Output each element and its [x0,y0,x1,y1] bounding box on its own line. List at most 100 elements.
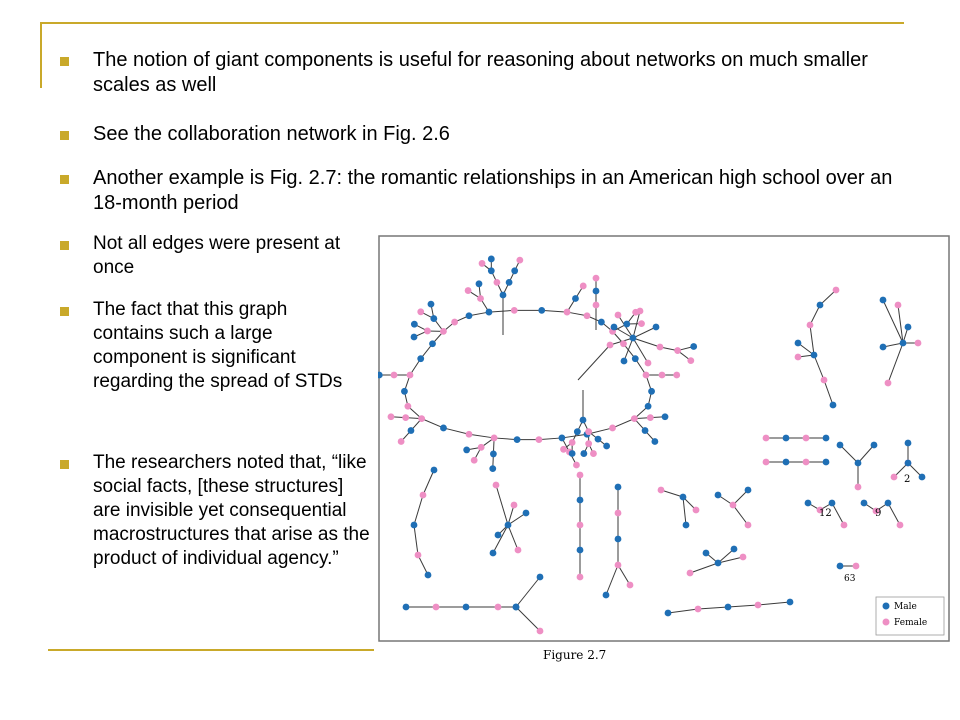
network-edge [831,502,845,526]
network-node [690,343,698,350]
network-edge [667,608,699,614]
network-node [424,571,432,579]
bullet-square-icon [60,131,69,140]
network-node [884,499,892,507]
network-node [762,458,770,466]
network-node [419,491,427,499]
network-edge [421,418,444,429]
network-node [536,573,544,581]
network-node [744,486,752,494]
network-node [714,559,722,567]
network-node [430,315,438,322]
network-node [638,320,645,328]
bullet-square-icon [60,241,69,250]
network-node [516,256,524,264]
network-node [802,434,810,442]
network-node [754,601,762,609]
network-node [854,483,862,491]
bullet-std-spread: The fact that this graph contains such a… [60,298,360,394]
network-node [918,473,926,481]
network-node [432,603,440,611]
network-node [493,278,501,286]
network-node [487,255,495,263]
network-node [402,603,410,611]
network-node [576,496,584,504]
network-node [840,521,848,529]
network-node [464,287,472,294]
network-node [504,521,512,529]
network-node [816,506,824,514]
network-edge [682,496,687,526]
network-node [477,443,485,451]
network-node [682,521,690,529]
network-edge [605,564,619,596]
network-node [904,459,912,467]
network-node [786,598,794,606]
network-node [489,549,497,557]
network-node [730,545,738,553]
network-node [387,413,395,421]
network-node [610,323,618,331]
network-node [614,535,622,543]
network-node [522,509,530,517]
network-node [602,591,610,599]
component-label: 9 [875,508,881,519]
bullet-square-icon [60,57,69,66]
network-node [401,387,408,395]
network-node [744,521,752,529]
network-nodes [378,255,926,635]
bullet-giant-components: The notion of giant components is useful… [60,48,890,98]
network-node [462,603,470,611]
network-node [407,427,415,434]
network-node [592,274,600,282]
bullet-text: The researchers noted that, “like social… [93,452,370,569]
bullet-researchers-quote: The researchers noted that, “like social… [60,451,370,571]
network-node [402,414,410,422]
network-node [510,306,518,314]
network-node [687,357,695,364]
network-node [492,481,500,489]
network-node [714,491,722,499]
network-node [739,553,747,561]
network-node [646,414,654,422]
figure-caption: Figure 2.7 [543,648,607,662]
network-node [429,340,436,348]
network-node [729,501,737,509]
network-node [592,301,600,309]
network-edge [488,309,515,313]
network-node [576,471,584,479]
legend-male-dot [882,602,890,610]
network-node [674,347,682,354]
figure-legend: Male Female [875,596,945,636]
network-node [673,371,681,379]
legend-female-dot [882,618,890,626]
bullet-text: The fact that this graph contains such a… [93,299,343,392]
bullet-text: Another example is Fig. 2.7: the romanti… [93,167,893,214]
network-node [904,439,912,447]
network-node [852,562,860,570]
network-node [854,459,862,467]
network-edge [515,606,541,632]
network-edge [541,309,568,313]
network-node [692,506,700,514]
network-node [658,371,666,379]
network-node [657,486,665,494]
network-node [590,450,597,457]
network-figure: 12 9 2 63 Male Female [378,235,950,642]
network-node [485,308,493,316]
network-node [585,428,593,436]
bullet-collaboration-network: See the collaboration network in Fig. 2.… [60,122,890,147]
network-node [782,458,790,466]
network-node [478,260,486,267]
network-node [794,353,802,361]
network-edge [632,310,641,339]
network-node [427,300,435,308]
network-node [558,434,566,442]
figure-frame [378,235,950,642]
network-node [904,323,912,331]
network-node [417,355,425,363]
network-node [894,301,902,309]
network-node [465,430,473,438]
network-node [594,435,602,443]
network-node [513,436,521,444]
